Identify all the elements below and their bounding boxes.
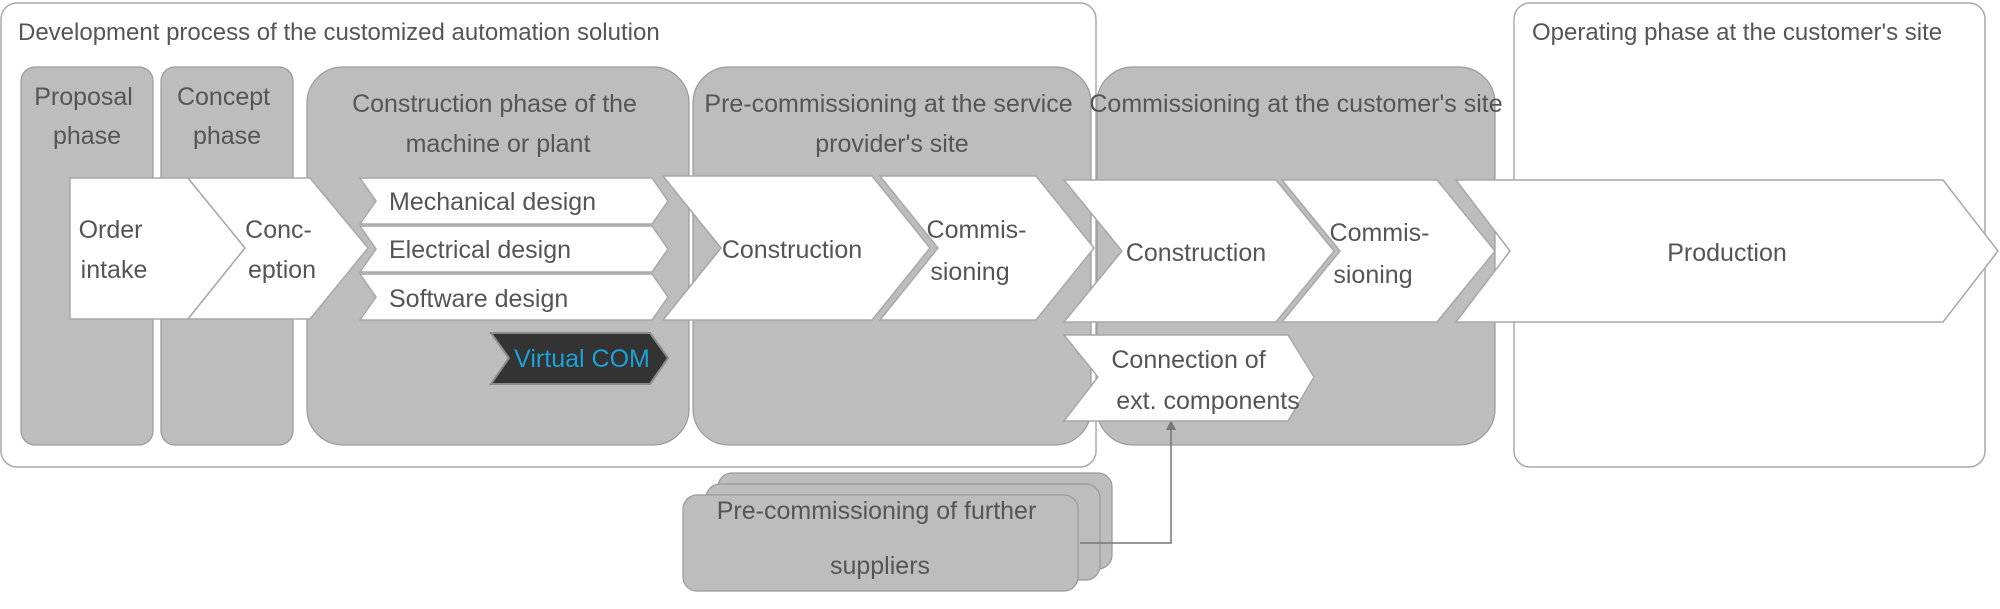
- virtual-com-chevron: [489, 332, 670, 385]
- proposal-phase-title: Proposal phase: [34, 83, 140, 150]
- supplier-connector-arrowhead: [1166, 420, 1176, 430]
- operating-phase-title: Operating phase at the customer's site: [1532, 19, 1942, 46]
- connection-ext-chevron: [1062, 334, 1315, 422]
- further-suppliers-box: [682, 494, 1079, 592]
- connection-ext-label: Connection of ext. components: [1111, 346, 1299, 415]
- development-process-title: Development process of the customized au…: [18, 19, 660, 46]
- construction-machine-phase-title: Construction phase of the machine or pla…: [352, 90, 644, 158]
- construction-service-label: Construction: [722, 236, 862, 264]
- conception-label: Conc- eption: [245, 216, 319, 284]
- construction-customer-chevron: [1062, 179, 1335, 323]
- mechanical-design-label: Mechanical design: [389, 188, 596, 216]
- construction-customer-label: Construction: [1126, 239, 1266, 267]
- production-chevron: [1454, 179, 1999, 323]
- supplier-connector-line: [1080, 424, 1172, 544]
- further-suppliers-label: Pre-commissioning of further suppliers: [717, 497, 1044, 580]
- commissioning-customer-chevron: [1280, 179, 1496, 323]
- mechanical-design-chevron: [358, 177, 669, 225]
- software-design-label: Software design: [389, 285, 568, 313]
- production-label: Production: [1667, 239, 1787, 267]
- virtual-com-label: Virtual COM: [514, 345, 650, 373]
- electrical-design-label: Electrical design: [389, 236, 571, 264]
- software-design-chevron: [358, 273, 669, 321]
- commissioning-service-chevron: [878, 175, 1095, 321]
- concept-phase-title: Concept phase: [177, 83, 277, 150]
- conception-chevron: [186, 177, 369, 320]
- commissioning-customer-phase-title: Commissioning at the customer's site: [1089, 90, 1502, 118]
- commissioning-customer-label: Commis- sioning: [1330, 219, 1437, 289]
- construction-service-chevron: [661, 175, 931, 321]
- electrical-design-chevron: [358, 225, 669, 273]
- commissioning-service-label: Commis- sioning: [927, 216, 1034, 286]
- order-intake-label: Order intake: [79, 216, 150, 284]
- pre-commissioning-phase-title: Pre-commissioning at the service provide…: [704, 90, 1079, 158]
